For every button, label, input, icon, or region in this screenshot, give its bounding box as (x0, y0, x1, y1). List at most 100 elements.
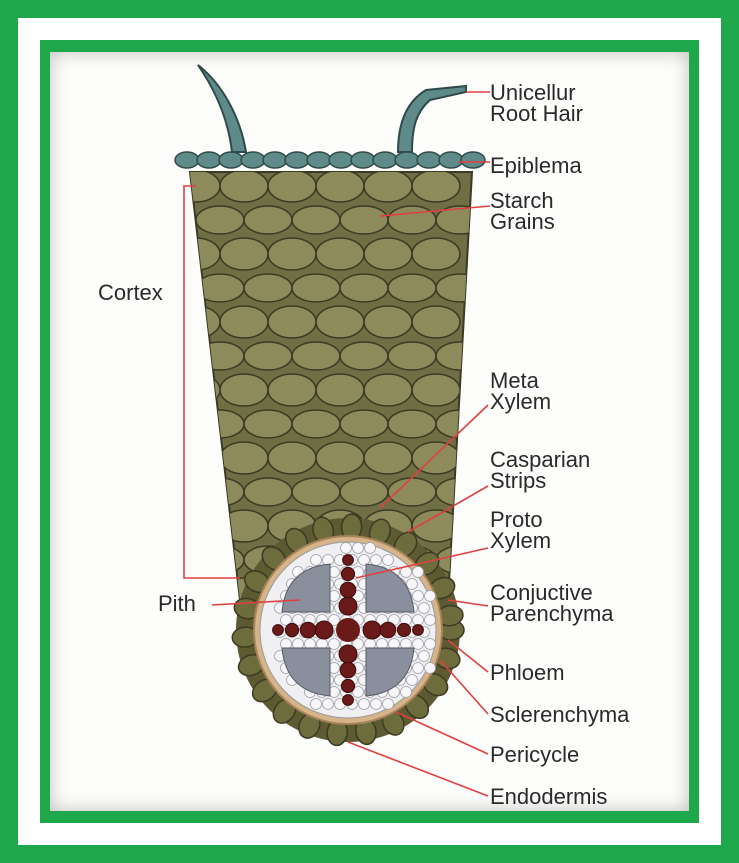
epiblema-cell (197, 152, 221, 168)
epiblema-cell (307, 152, 331, 168)
pointer-endodermis (348, 742, 488, 796)
label-cortex: Cortex (98, 280, 163, 305)
pith-cell (413, 615, 424, 626)
pith-cell (407, 675, 418, 686)
cortex-cell (388, 342, 436, 370)
cortex-cell (388, 478, 436, 506)
cortex-cell (172, 238, 220, 270)
xylem-vessel (315, 621, 333, 639)
cortex-cell (340, 274, 388, 302)
cortex-cell (412, 374, 460, 406)
cortex-cell (388, 410, 436, 438)
cortex-cell (388, 274, 436, 302)
cortex-cell (436, 410, 484, 438)
cortex-cell (244, 342, 292, 370)
epiblema-cell (395, 152, 419, 168)
xylem-vessel (341, 567, 354, 580)
cortex-cell (340, 342, 388, 370)
xylem-vessel (343, 555, 354, 566)
pith-cell (341, 543, 352, 554)
cortex-cell (196, 342, 244, 370)
label-pericycle: Pericycle (490, 742, 579, 767)
pith-cell (419, 651, 430, 662)
pith-cell (425, 591, 436, 602)
cortex-cell (316, 238, 364, 270)
pith-cell (407, 579, 418, 590)
pith-cell (323, 699, 334, 710)
cortex-cell (292, 478, 340, 506)
cortex-cell (244, 410, 292, 438)
pith-cell (425, 663, 436, 674)
pith-cell (413, 663, 424, 674)
label-starch-line2: Grains (490, 209, 555, 234)
pith-cell (383, 555, 394, 566)
xylem-vessel (380, 622, 396, 638)
pith-cell (401, 687, 412, 698)
cortex-cell (244, 206, 292, 234)
cortex-cell (172, 374, 220, 406)
epiblema-cell (351, 152, 375, 168)
cortex-cell (172, 510, 220, 542)
xylem-vessel (300, 622, 316, 638)
label-endodermis: Endodermis (490, 784, 607, 809)
epiblema-layer (175, 152, 485, 168)
xylem-vessel (397, 623, 410, 636)
pith-cell (365, 543, 376, 554)
cortex-cell (268, 442, 316, 474)
epiblema-cell (263, 152, 287, 168)
label-root-hair-line2: Root Hair (490, 101, 583, 126)
cortex-cell (196, 206, 244, 234)
xylem-vessel (273, 625, 284, 636)
cortex-cell (220, 306, 268, 338)
xylem-vessel (339, 597, 357, 615)
epiblema-cell (175, 152, 199, 168)
epiblema-cell (219, 152, 243, 168)
label-casparian-line2: Strips (490, 468, 546, 493)
cortex-cell (196, 478, 244, 506)
pith-cell (371, 699, 382, 710)
label-epiblema: Epiblema (490, 153, 582, 178)
pointer-pericycle (396, 712, 488, 754)
cortex-cell (412, 170, 460, 202)
cortex-cell (268, 306, 316, 338)
xylem-vessel (343, 695, 354, 706)
cortex-cell (388, 206, 436, 234)
label-pith: Pith (158, 591, 196, 616)
cortex-cell (412, 306, 460, 338)
cortex-cell (172, 306, 220, 338)
cortex-cell (340, 206, 388, 234)
cortex-cell (340, 410, 388, 438)
cortex-cell (364, 170, 412, 202)
pith-cell (311, 699, 322, 710)
pith-cell (413, 591, 424, 602)
cortex-cell (292, 206, 340, 234)
cortex-cell (220, 442, 268, 474)
xylem-vessel (341, 679, 354, 692)
cortex-cell (220, 170, 268, 202)
xylem-vessel (285, 623, 298, 636)
root-hair-right (398, 86, 466, 152)
cortex-cell (268, 170, 316, 202)
xylem-vessel (339, 645, 357, 663)
xylem-vessel (340, 662, 356, 678)
epiblema-cell (439, 152, 463, 168)
xylem-vessel (413, 625, 424, 636)
pith-cell (419, 603, 430, 614)
cortex-cell (220, 510, 268, 542)
label-sclerenchyma: Sclerenchyma (490, 702, 630, 727)
cortex-cell (316, 306, 364, 338)
cortex-cell (268, 374, 316, 406)
pith-cell (371, 555, 382, 566)
cortex-cell (340, 478, 388, 506)
cortex-cell (412, 442, 460, 474)
cortex-cell (220, 238, 268, 270)
cortex-cell (412, 238, 460, 270)
label-phloem: Phloem (490, 660, 565, 685)
cortex-cell (292, 342, 340, 370)
epiblema-cell (417, 152, 441, 168)
pith-cell (413, 567, 424, 578)
pith-cell (353, 543, 364, 554)
cortex-cell (196, 546, 244, 574)
cortex-cell (172, 442, 220, 474)
